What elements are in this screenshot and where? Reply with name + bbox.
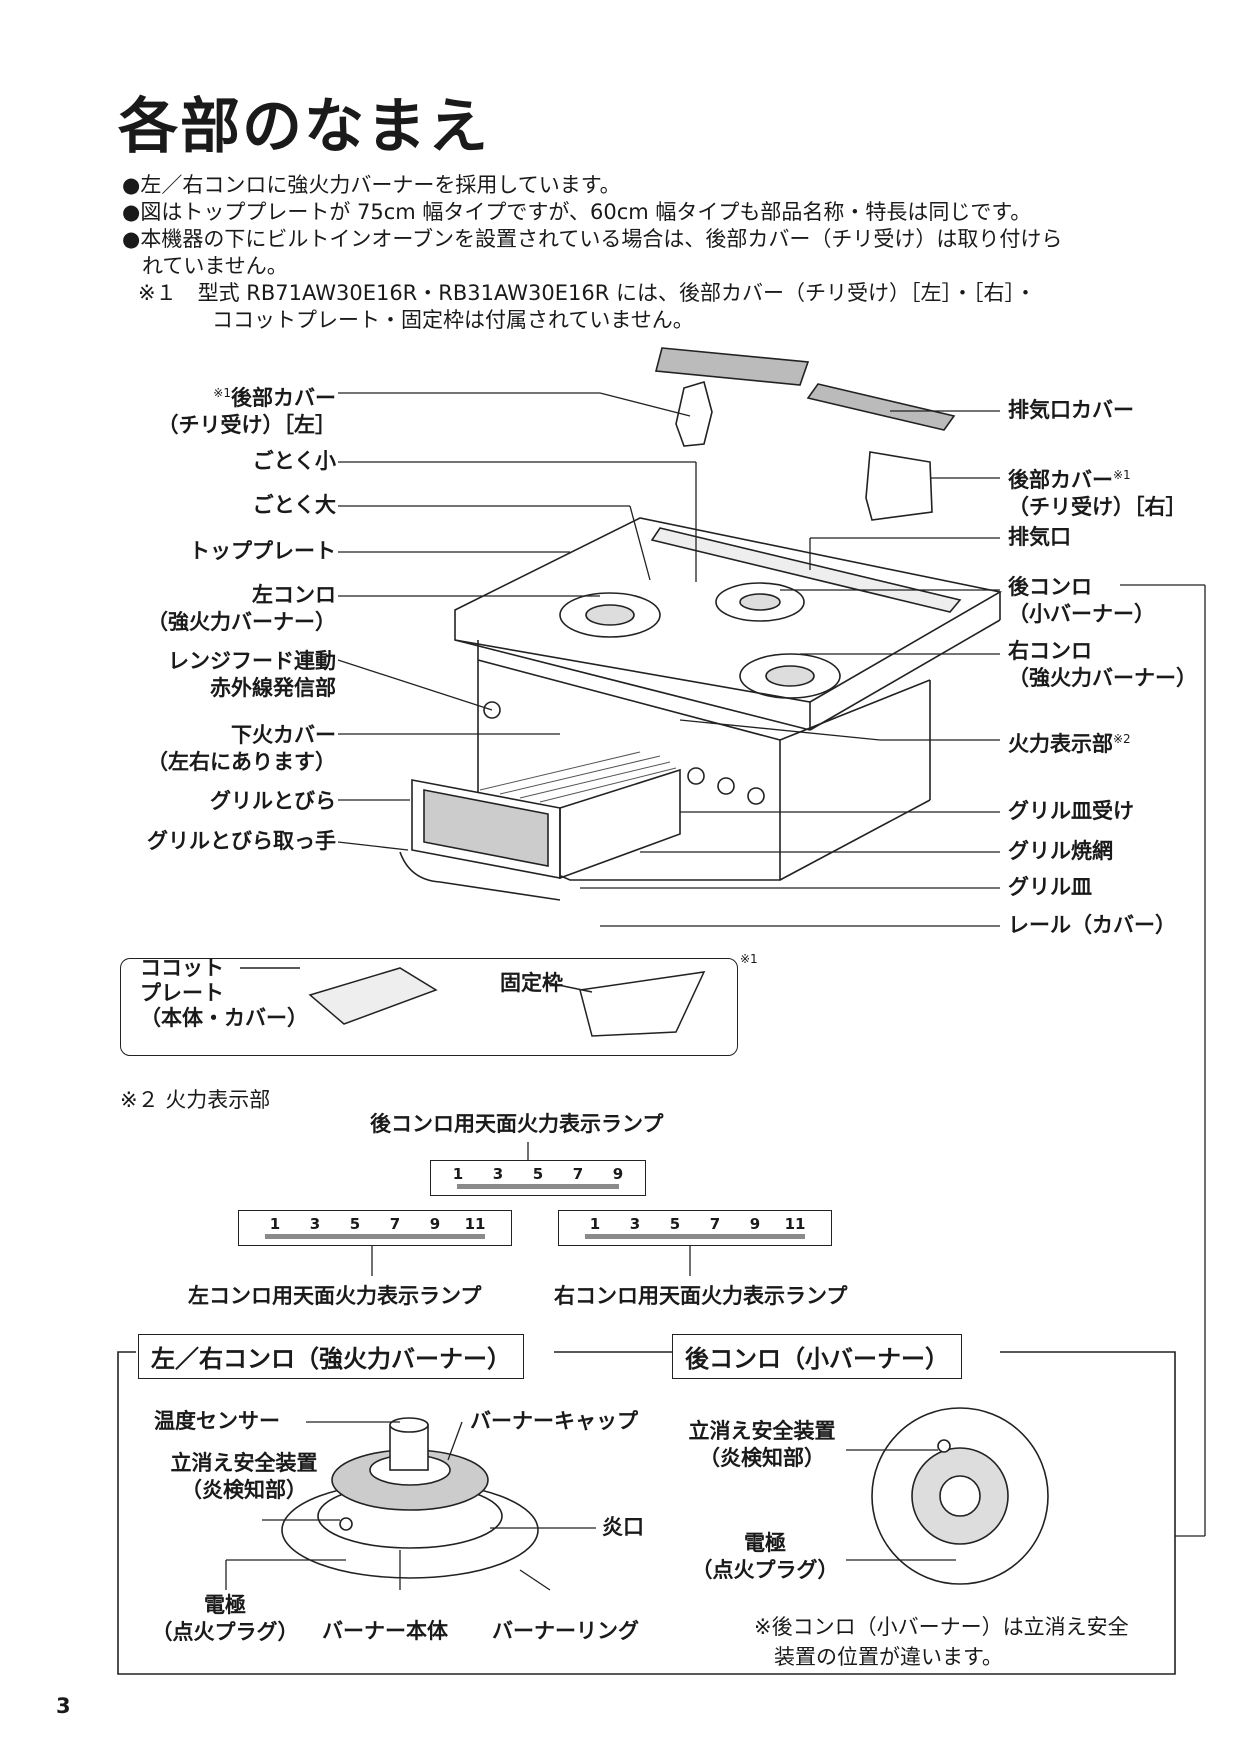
page-title: 各部のなまえ xyxy=(118,92,490,162)
label-rear-electrode: 電極 （点火プラグ） xyxy=(691,1531,839,1582)
lamp-num: 5 xyxy=(349,1215,361,1233)
label-grill-net: グリル焼網 xyxy=(1008,839,1113,863)
lamp-num: 7 xyxy=(572,1165,584,1183)
page-number: 3 xyxy=(56,1694,71,1718)
lamp-num: 5 xyxy=(669,1215,681,1233)
label-gotoku-large: ごとく大 xyxy=(252,493,336,517)
label-exhaust: 排気口 xyxy=(1008,525,1071,549)
note-1: ※１ 型式 RB71AW30E16R・RB31AW30E16R には、後部カバー… xyxy=(138,281,1036,305)
label-electrode: 電極 （点火プラグ） xyxy=(151,1593,299,1644)
lamp-num: 11 xyxy=(464,1215,486,1233)
frame-note-mark: ※1 xyxy=(740,952,758,966)
lamp-num: 3 xyxy=(492,1165,504,1183)
lamp-num: 9 xyxy=(749,1215,761,1233)
lamp-bar xyxy=(585,1234,805,1239)
lamp-num: 1 xyxy=(269,1215,281,1233)
label-right-konro: 右コンロ （強火力バーナー） xyxy=(1008,639,1197,690)
label-rail: レール（カバー） xyxy=(1008,913,1176,937)
label-gotoku-small: ごとく小 xyxy=(252,449,336,473)
rear-burner-footnote: ※後コンロ（小バーナー）は立消え安全 装置の位置が違います。 xyxy=(754,1615,1129,1669)
label-burner-body: バーナー本体 xyxy=(322,1619,448,1643)
label-cocotte: ココット プレート （本体・カバー） xyxy=(140,956,308,1030)
lamp-num: 7 xyxy=(709,1215,721,1233)
lamp-num: 5 xyxy=(532,1165,544,1183)
bullet-3: ●本機器の下にビルトインオーブンを設置されている場合は、後部カバー（チリ受け）は… xyxy=(122,227,1063,251)
lamp-num: 3 xyxy=(629,1215,641,1233)
label-top-plate: トッププレート xyxy=(189,539,336,563)
label-grill-handle: グリルとびら取っ手 xyxy=(147,829,336,853)
lamp-num: 9 xyxy=(429,1215,441,1233)
lamp-num: 1 xyxy=(589,1215,601,1233)
right-lamp-title: 右コンロ用天面火力表示ランプ xyxy=(554,1284,848,1308)
label-left-konro: 左コンロ （強火力バーナー） xyxy=(147,583,336,634)
label-temp-sensor: 温度センサー xyxy=(154,1409,280,1433)
left-lamp-panel: 1 3 5 7 9 11 xyxy=(238,1210,512,1246)
intro-notes: ●左／右コンロに強火力バーナーを採用しています。 ●図はトッププレートが 75c… xyxy=(122,172,1182,334)
lamp-bar xyxy=(265,1234,485,1239)
accessory-inset xyxy=(120,958,738,1056)
note-1-cont: ココットプレート・固定枠は付属されていません。 xyxy=(212,308,694,332)
label-lower-cover: 下火カバー （左右にあります） xyxy=(147,723,336,774)
lamp-num: 1 xyxy=(452,1165,464,1183)
lamp-num: 9 xyxy=(612,1165,624,1183)
label-grill-door: グリルとびら xyxy=(210,789,336,813)
label-frame: 固定枠 xyxy=(500,971,563,995)
label-safety-device: 立消え安全装置 （炎検知部） xyxy=(170,1451,318,1502)
rear-lamp-panel: 1 3 5 7 9 xyxy=(430,1160,646,1196)
label-burner-ring: バーナーリング xyxy=(492,1619,639,1643)
lamp-bar xyxy=(457,1184,619,1189)
label-rear-safety-device: 立消え安全装置 （炎検知部） xyxy=(688,1419,836,1470)
label-rangehood: レンジフード連動 赤外線発信部 xyxy=(168,649,336,700)
section-head-strong-burner: 左／右コンロ（強火力バーナー） xyxy=(138,1334,524,1379)
lamp-num: 11 xyxy=(784,1215,806,1233)
right-lamp-panel: 1 3 5 7 9 11 xyxy=(558,1210,832,1246)
right-lamp-numbers: 1 3 5 7 9 11 xyxy=(559,1215,831,1233)
label-burner-cap: バーナーキャップ xyxy=(470,1409,638,1433)
section-head-small-burner: 後コンロ（小バーナー） xyxy=(672,1334,962,1379)
lamp-num: 7 xyxy=(389,1215,401,1233)
note-2-title: ※２ 火力表示部 xyxy=(120,1088,271,1112)
label-rear-cover-left: ※1後部カバー （チリ受け）［左］ xyxy=(157,386,337,437)
bullet-1: ●左／右コンロに強火力バーナーを採用しています。 xyxy=(122,173,621,197)
rear-lamp-title: 後コンロ用天面火力表示ランプ xyxy=(370,1112,664,1136)
label-grill-tray: グリル皿 xyxy=(1008,875,1092,899)
lamp-num: 3 xyxy=(309,1215,321,1233)
rear-lamp-numbers: 1 3 5 7 9 xyxy=(431,1165,645,1183)
bullet-3-cont: れていません。 xyxy=(142,254,288,278)
left-lamp-numbers: 1 3 5 7 9 11 xyxy=(239,1215,511,1233)
label-exhaust-cover: 排気口カバー xyxy=(1008,398,1134,422)
bullet-2: ●図はトッププレートが 75cm 幅タイプですが、60cm 幅タイプも部品名称・… xyxy=(122,200,1032,224)
label-grill-tray-holder: グリル皿受け xyxy=(1008,799,1134,823)
left-lamp-title: 左コンロ用天面火力表示ランプ xyxy=(188,1284,482,1308)
label-rear-konro: 後コンロ （小バーナー） xyxy=(1008,575,1155,626)
label-rear-cover-right: 後部カバー※1 （チリ受け）［右］ xyxy=(1008,468,1187,519)
label-fire-display: 火力表示部※2 xyxy=(1008,732,1131,756)
label-flame-port: 炎口 xyxy=(602,1515,644,1539)
